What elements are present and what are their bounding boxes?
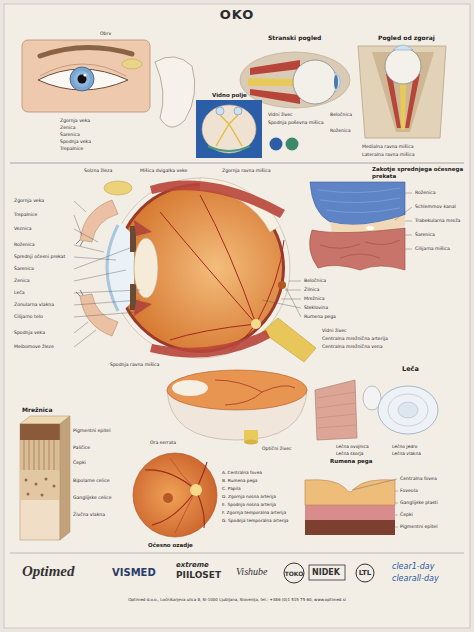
part-label: Zonularna vlakna (14, 302, 54, 308)
part-label: Zgornja veka (60, 118, 90, 124)
part-label: Zenica (14, 278, 30, 284)
brand-logo: clear1-day (392, 562, 434, 572)
brand-logo: NIDEK (312, 568, 340, 578)
key-label: G. Spodnja temporalna arterija (222, 518, 289, 523)
brand-logo: VISMED (112, 567, 156, 579)
section-heading: Mrežnica (22, 406, 52, 413)
part-label: Ganglijske plasti (400, 500, 438, 506)
part-label: Optični živec (262, 446, 292, 452)
section-heading: Leča (402, 366, 419, 374)
part-label: Vidni živec (268, 112, 293, 118)
section-heading: Rumena pega (330, 458, 372, 465)
part-label: Medialna ravna mišica (362, 144, 414, 150)
part-label: Žilnica (304, 287, 319, 293)
poster-title: OKO (220, 7, 255, 23)
part-label: Ora serrata (150, 440, 176, 446)
part-label: Ganglijske celice (73, 495, 111, 501)
part-label: Bipolarne celice (73, 478, 110, 484)
part-label: Spodnja veka (14, 330, 45, 336)
part-label: Roženica (330, 128, 351, 134)
part-label: Mišica dvigalka veke (140, 168, 187, 174)
brand-logo: PIILOSET (176, 570, 221, 581)
section-heading: Zakotje sprednjega očesnega prekata (372, 166, 464, 179)
part-label: Cilijarno telo (14, 314, 43, 320)
part-label: Zgornja veka (14, 198, 44, 204)
part-label: Vidni živec (322, 328, 347, 334)
part-label: Šarenica (415, 232, 435, 238)
part-label: Veznica (14, 226, 32, 232)
part-label: Pigmentni epitel (73, 428, 110, 434)
part-label: Živčna vlakna (73, 512, 105, 518)
part-label: Lečna ovojnica (336, 444, 369, 449)
part-label: Trabekularna mreža (415, 218, 460, 224)
brand-logo: Optimed (22, 562, 75, 580)
part-label: Čepki (73, 460, 86, 466)
part-label: Lečna skorja (336, 451, 363, 456)
key-label: A. Centralna fovea (222, 470, 262, 475)
part-label: Meibomove žleze (14, 344, 54, 350)
part-label: Centralna mrežnična vena (322, 344, 383, 350)
section-heading: Stranski pogled (268, 34, 321, 41)
part-label: Roženica (14, 242, 35, 248)
section-heading: Pogled od zgoraj (378, 34, 435, 41)
part-label: Obrv (100, 31, 111, 37)
brand-logo: LTL (359, 569, 372, 577)
section-heading: Vidno polje (212, 92, 247, 99)
part-label: Trepalnice (60, 146, 83, 152)
part-label: Lečno jedro (392, 444, 417, 449)
address-note: Optimed d.o.o., Ločnikarjeva ulica 8, SI… (128, 598, 346, 603)
part-label: Centralna mrežnična arterija (322, 336, 388, 342)
part-label: Lateralna ravna mišica (362, 152, 415, 158)
part-label: Beločnica (330, 112, 352, 118)
part-label: Foveola (400, 488, 418, 494)
part-label: Sprednji očesni prekat (14, 254, 65, 260)
section-heading: Očesno ozadje (148, 542, 193, 549)
part-label: Zenica (60, 125, 76, 131)
part-label: Trepalnice (14, 212, 37, 218)
part-label: Schlemmov kanal (415, 204, 456, 210)
brand-logo: clearall-day (392, 574, 439, 584)
brand-logo: TOKO (285, 570, 304, 577)
part-label: Šarenica (60, 132, 80, 138)
part-label: Steklovina (304, 305, 328, 311)
part-label: Spodnja ravna mišica (110, 362, 159, 368)
key-label: E. Spodnja nosna arterija (222, 502, 276, 507)
part-label: Beločnica (304, 278, 326, 284)
part-label: Leča (14, 290, 25, 296)
part-label: Cilijarna mišica (415, 246, 450, 252)
part-label: Lečna vlakna (392, 451, 421, 456)
part-label: Zgornja ravna mišica (222, 168, 271, 174)
key-label: B. Rumena pega (222, 478, 257, 483)
part-label: Roženica (415, 190, 436, 196)
part-label: Mrežnica (304, 296, 325, 302)
key-label: F. Zgornja temporalna arterija (222, 510, 286, 515)
brand-logo: Vishube (236, 566, 267, 578)
part-label: Rumena pega (304, 314, 336, 320)
part-label: Paličice (73, 445, 90, 451)
part-label: Spodnja veka (60, 139, 91, 145)
part-label: Čepki (400, 512, 413, 518)
part-label: Centralna fovea (400, 476, 437, 482)
part-label: Pigmentni epitel (400, 524, 437, 530)
part-label: Solzna žleza (84, 168, 112, 174)
part-label: Šarenica (14, 266, 34, 272)
key-label: C. Papila (222, 486, 241, 491)
brand-logo: extreme (176, 561, 209, 569)
key-label: D. Zgornja nosna arterija (222, 494, 276, 499)
part-label: Spodnja poševna mišica (268, 120, 324, 126)
